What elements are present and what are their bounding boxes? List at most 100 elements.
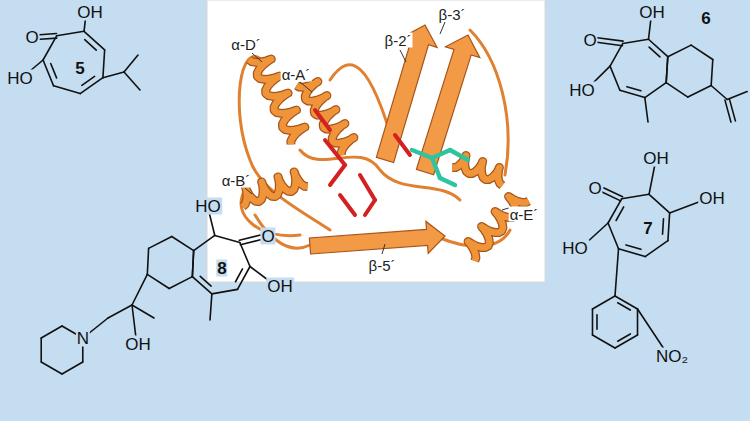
double-bond: [82, 76, 95, 85]
ring-bond: [592, 309, 594, 335]
ring-bond: [688, 85, 711, 97]
bond: [108, 305, 132, 318]
bond: [132, 274, 147, 305]
bond: [103, 72, 124, 78]
ring-bond: [666, 57, 668, 83]
double-bond: [85, 40, 97, 50]
double-bond: [626, 245, 641, 249]
helix: [243, 172, 308, 207]
double-bond: [40, 33, 57, 34]
ring-bond: [84, 31, 105, 50]
double-bond: [51, 63, 57, 77]
helix-edge: [243, 172, 308, 207]
double-bond: [596, 315, 598, 330]
bond: [132, 305, 136, 338]
ring-bond: [57, 31, 84, 35]
ring-bond: [648, 39, 667, 56]
bond: [124, 72, 140, 90]
leader-line: [245, 188, 252, 194]
double-bond: [662, 219, 665, 235]
atom-label: O: [587, 180, 602, 197]
bond: [645, 98, 648, 122]
ring-bond: [623, 39, 649, 43]
residue-sticks: [360, 175, 375, 200]
ring-bond: [666, 57, 668, 83]
atom-label: HO: [561, 240, 589, 257]
double-bond: [729, 99, 735, 121]
double-bond: [627, 87, 641, 91]
atom-label: HO: [568, 82, 596, 99]
double-bond: [649, 47, 660, 57]
ligand-sticks: [432, 150, 450, 158]
bond: [727, 91, 747, 99]
residue-sticks: [315, 110, 330, 130]
ring-bond: [645, 241, 668, 257]
double-bond: [240, 239, 262, 245]
ring-bond: [645, 83, 666, 98]
bond: [210, 294, 212, 320]
ring-bond: [43, 60, 53, 86]
ring-bond: [169, 277, 192, 289]
ring-bond: [192, 251, 193, 277]
ligand-sticks: [450, 150, 468, 160]
double-bond: [597, 38, 623, 41]
bond: [648, 18, 651, 39]
structure-label: α-E´: [509, 207, 540, 222]
ligand-sticks: [432, 158, 440, 178]
structure-label: α-B´: [221, 173, 252, 188]
ring-bond: [172, 237, 194, 251]
ring-bond: [212, 289, 238, 294]
atom-label: HO: [6, 70, 34, 87]
structure-label: β-3´: [438, 7, 467, 22]
ring-bond: [147, 274, 169, 288]
ligand-sticks: [440, 178, 455, 185]
coil: [255, 215, 310, 248]
ring-bond: [41, 326, 62, 338]
bond: [638, 309, 666, 352]
ring-bond: [103, 50, 105, 78]
ring-bond: [240, 243, 250, 267]
atom-label: OH: [642, 150, 670, 167]
atom-label: O: [582, 32, 597, 49]
double-bond: [618, 334, 631, 341]
double-bond: [40, 38, 57, 39]
residue-sticks: [325, 140, 345, 165]
leader-line: [252, 53, 262, 62]
double-bond: [602, 192, 621, 201]
ring-bond: [608, 199, 622, 223]
double-bond: [200, 276, 211, 286]
ring-bond: [41, 362, 62, 374]
ring-bond: [147, 248, 148, 274]
ring-bond: [610, 66, 620, 90]
ring-bond: [622, 194, 649, 198]
ring-bond: [149, 237, 172, 249]
bond: [132, 305, 154, 318]
structure-label: α-D´: [230, 37, 262, 52]
atom-label: OH: [638, 4, 666, 21]
residue-sticks: [340, 195, 355, 215]
ring-bond: [668, 213, 670, 241]
atom-label: OH: [76, 4, 104, 21]
ring-bond: [666, 83, 688, 97]
double-bond: [597, 42, 623, 45]
ring-bond: [608, 223, 618, 249]
double-bond: [236, 269, 243, 282]
ring-bond: [592, 296, 615, 309]
atom-label: OH: [124, 336, 152, 353]
bond: [649, 164, 655, 194]
double-bond: [239, 235, 261, 241]
leader-line: [300, 82, 312, 92]
bond: [209, 212, 215, 235]
residue-sticks: [330, 165, 345, 185]
ring-bond: [649, 194, 670, 213]
leader-line: [400, 50, 406, 62]
ring-bond: [194, 235, 215, 250]
helix-edge: [297, 82, 354, 156]
atom-label: O: [260, 228, 275, 245]
atom-label: HO: [194, 198, 222, 215]
compound-number: 8: [216, 260, 227, 277]
ring-bond: [192, 277, 212, 294]
double-bond: [604, 188, 623, 197]
ring-bond: [192, 251, 193, 277]
